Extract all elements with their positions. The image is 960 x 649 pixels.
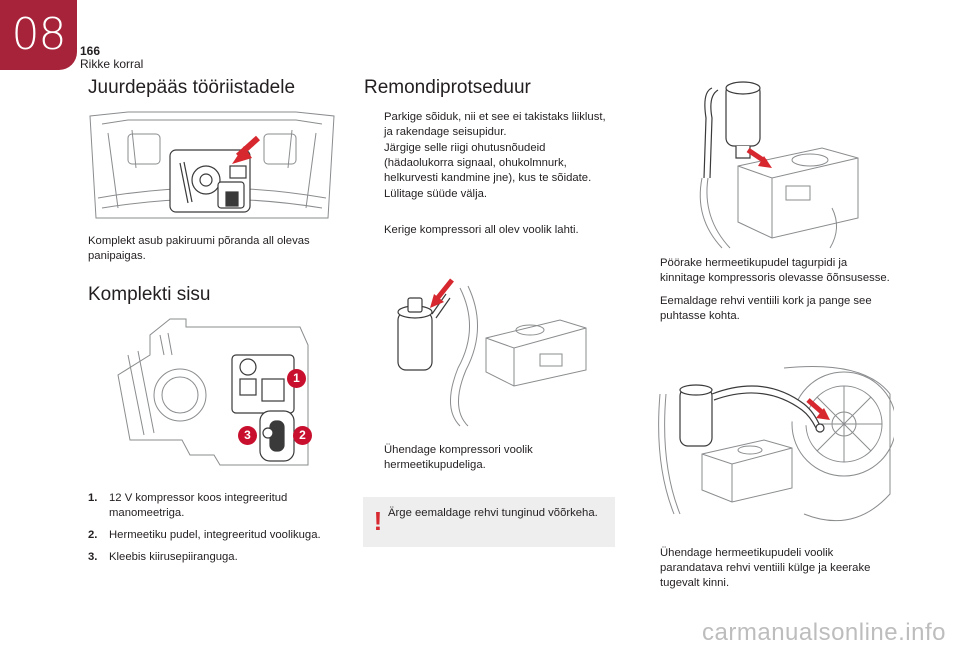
list-item-text: Kerige kompressori all olev voolik lahti… bbox=[384, 224, 579, 236]
list-item: Ühendage kompressori voolik hermeetikupu… bbox=[364, 443, 612, 473]
bullet-icon bbox=[640, 256, 654, 286]
list-item: Pöörake hermeetikupudel tagurpidi ja kin… bbox=[640, 256, 890, 286]
page-number: 166 bbox=[80, 44, 101, 58]
right-steps-a: Pöörake hermeetikupudel tagurpidi ja kin… bbox=[640, 256, 890, 324]
list-item-text: Ühendage hermeetikupudeli voolik paranda… bbox=[660, 547, 871, 589]
list-item-number: 1. bbox=[88, 492, 98, 504]
bullet-icon bbox=[364, 141, 378, 186]
intro-text: Komplekt asub pakiruumi põranda all olev… bbox=[88, 235, 310, 262]
repair-steps-a: Parkige sõiduk, nii et see ei takistaks … bbox=[364, 110, 612, 202]
bullet-icon bbox=[640, 294, 654, 324]
list-item: Kerige kompressori all olev voolik lahti… bbox=[364, 223, 612, 238]
list-item-text: Ühendage kompressori voolik hermeetikupu… bbox=[384, 444, 533, 471]
warning-text: Ärge eemaldage rehvi tunginud võõrkeha. bbox=[388, 507, 598, 519]
list-item-number: 3. bbox=[88, 551, 98, 563]
list-item-text: Eemaldage rehvi ventiili kork ja pange s… bbox=[660, 295, 872, 322]
bullet-icon bbox=[364, 187, 378, 202]
section-heading-tool-access: Juurdepääs tööriistadele bbox=[88, 77, 296, 98]
warning-icon: ! bbox=[373, 506, 383, 536]
list-item: 2. Hermeetiku pudel, integreeritud vooli… bbox=[88, 528, 348, 543]
kit-contents-illustration bbox=[110, 315, 315, 475]
list-item: Ühendage hermeetikupudeli voolik paranda… bbox=[640, 546, 890, 591]
kit-contents-list: 1. 12 V kompressor koos integreeritud ma… bbox=[88, 491, 348, 572]
list-item-text: Lülitage süüde välja. bbox=[384, 188, 488, 200]
callout-badge-3: 3 bbox=[238, 426, 257, 445]
list-item-number: 2. bbox=[88, 529, 98, 541]
watermark: carmanualsonline.info bbox=[702, 619, 946, 646]
list-item: 1. 12 V kompressor koos integreeritud ma… bbox=[88, 491, 348, 521]
section-heading-repair: Remondiprotseduur bbox=[364, 77, 531, 98]
list-item-text: Kleebis kiirusepiiranguga. bbox=[109, 551, 238, 563]
list-item-text: Hermeetiku pudel, integreeritud voolikug… bbox=[109, 529, 321, 541]
list-item: Parkige sõiduk, nii et see ei takistaks … bbox=[364, 110, 612, 140]
bottle-inversion-illustration bbox=[692, 78, 862, 250]
list-item: Järgige selle riigi ohutusnõudeid (hädao… bbox=[364, 141, 612, 186]
list-item-text: 12 V kompressor koos integreeritud manom… bbox=[109, 492, 288, 519]
bullet-icon bbox=[364, 443, 378, 473]
running-title: Rikke korral bbox=[80, 57, 144, 71]
valve-connection-illustration bbox=[654, 364, 894, 536]
trunk-illustration bbox=[88, 108, 336, 226]
warning-box bbox=[363, 497, 615, 547]
bullet-icon bbox=[364, 110, 378, 140]
list-item: Lülitage süüde välja. bbox=[364, 187, 612, 202]
section-heading-kit-contents: Komplekti sisu bbox=[88, 284, 211, 305]
callout-badge-1: 1 bbox=[287, 369, 306, 388]
list-item-text: Pöörake hermeetikupudel tagurpidi ja kin… bbox=[660, 257, 890, 284]
callout-badge-2: 2 bbox=[293, 426, 312, 445]
list-item-text: Järgige selle riigi ohutusnõudeid (hädao… bbox=[384, 142, 592, 184]
bullet-icon bbox=[640, 546, 654, 591]
bullet-icon bbox=[364, 223, 378, 238]
list-item-text: Parkige sõiduk, nii et see ei takistaks … bbox=[384, 111, 606, 138]
list-item: 3. Kleebis kiirusepiiranguga. bbox=[88, 550, 348, 565]
chapter-tab: 08 bbox=[0, 0, 77, 70]
list-item: Eemaldage rehvi ventiili kork ja pange s… bbox=[640, 294, 890, 324]
hose-connection-illustration bbox=[390, 268, 590, 428]
